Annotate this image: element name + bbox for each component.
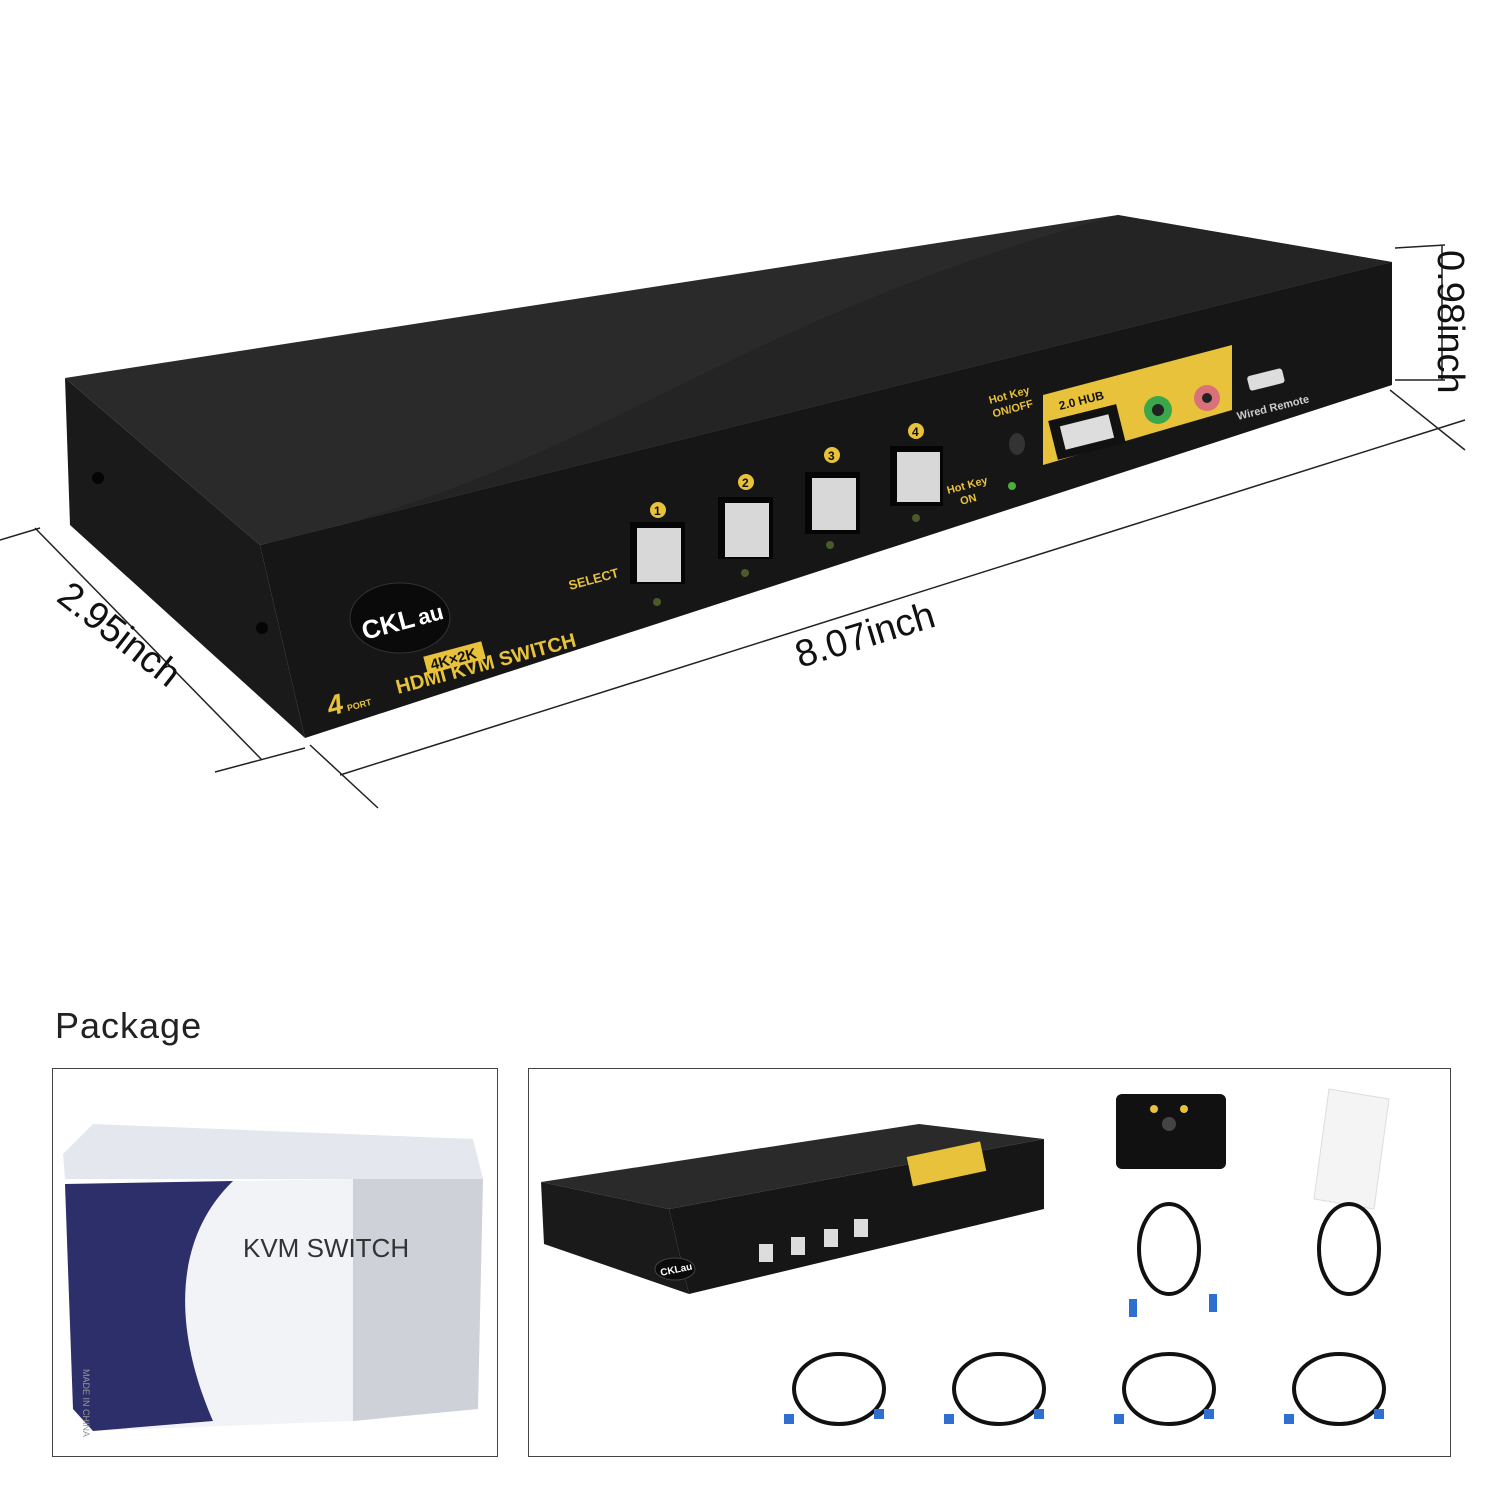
box-label: KVM SWITCH bbox=[243, 1233, 409, 1263]
cables bbox=[792, 1202, 1386, 1426]
hotkey-led bbox=[1008, 482, 1016, 490]
svg-text:3: 3 bbox=[828, 449, 835, 463]
package-title: Package bbox=[55, 1005, 203, 1046]
hotkey-button[interactable] bbox=[1009, 433, 1025, 455]
dimension-lines bbox=[0, 244, 1466, 809]
svg-text:MADE IN CHINA: MADE IN CHINA bbox=[81, 1369, 91, 1437]
svg-text:1: 1 bbox=[654, 504, 661, 518]
device-side bbox=[65, 378, 305, 738]
port-button-4[interactable]: 4 bbox=[890, 423, 943, 522]
user-manual bbox=[1313, 1088, 1390, 1210]
svg-text:4: 4 bbox=[912, 425, 919, 439]
svg-text:ON: ON bbox=[959, 492, 978, 508]
thumbnail-brand-logo bbox=[654, 1257, 696, 1281]
kvm-switch-thumbnail: CKLau bbox=[541, 1124, 1044, 1294]
wired-remote bbox=[1116, 1094, 1226, 1169]
retail-box: KVM SWITCH MADE IN CHINA bbox=[63, 1124, 483, 1437]
port-button-2[interactable]: 2 bbox=[718, 474, 773, 577]
port-button-1[interactable]: 1 bbox=[630, 502, 685, 606]
length-dimension: 8.07inch bbox=[790, 594, 940, 676]
brand-logo bbox=[349, 582, 451, 654]
svg-text:2: 2 bbox=[742, 476, 749, 490]
package-box-panel: KVM SWITCH MADE IN CHINA bbox=[52, 1068, 498, 1457]
wired-remote-port bbox=[1247, 368, 1285, 391]
package-contents-panel: CKLau bbox=[528, 1068, 1451, 1457]
port-button-3[interactable]: 3 bbox=[805, 447, 860, 549]
kvm-switch-device: CKLau 4K×2K 4PORT HDMI KVM SWITCH SELECT… bbox=[65, 215, 1392, 738]
height-dimension: 0.98inch bbox=[1429, 250, 1471, 394]
